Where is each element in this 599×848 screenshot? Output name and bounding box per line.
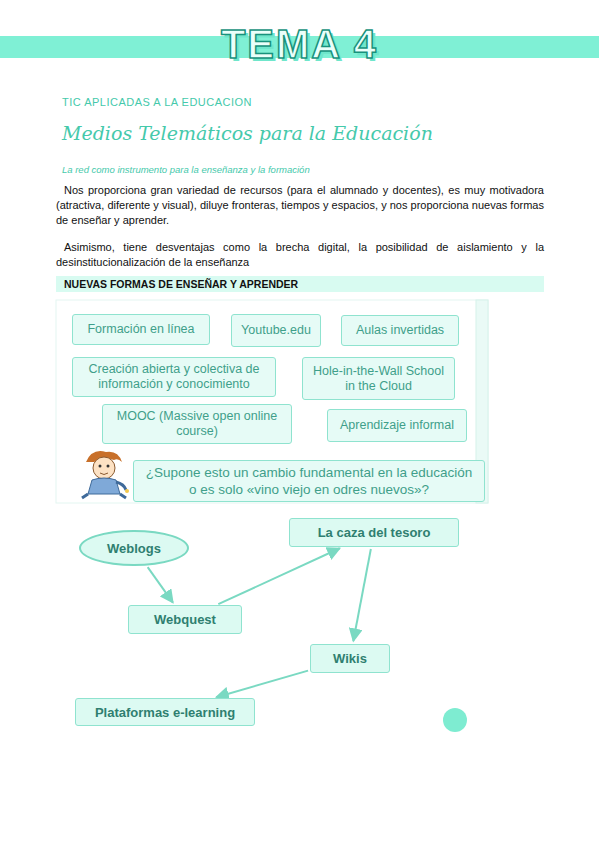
node-text: Webquest xyxy=(154,612,216,627)
flow-arrow xyxy=(218,548,339,604)
flow-arrow xyxy=(216,671,308,698)
topic-box: Aulas invertidas xyxy=(341,315,459,346)
node-text: MOOC (Massive open online course) xyxy=(109,409,285,439)
body-paragraph: Nos proporciona gran variedad de recurso… xyxy=(56,183,544,228)
node-text: Aulas invertidas xyxy=(356,323,444,338)
body-paragraph: Asimismo, tiene desventajas como la brec… xyxy=(56,240,544,270)
node-text: Wikis xyxy=(333,651,367,666)
options-panel xyxy=(56,300,488,503)
node-text: Youtube.edu xyxy=(241,323,311,338)
section-kicker: TIC APLICADAS A LA EDUCACION xyxy=(62,96,542,108)
node-text: Aprendizaje informal xyxy=(340,418,454,433)
section-heading: Medios Telemáticos para la Educación xyxy=(62,122,542,144)
process-box: La caza del tesoro xyxy=(289,518,459,547)
node-text: ¿Supone esto un cambio fundamental en la… xyxy=(142,464,476,498)
node-text: Creación abierta y colectiva de informac… xyxy=(79,362,269,392)
cartoon-figure xyxy=(82,451,129,498)
topic-box: Aprendizaje informal xyxy=(327,409,467,442)
node-text: Formación en línea xyxy=(87,322,194,337)
node-text: La caza del tesoro xyxy=(318,525,431,540)
process-box: Plataformas e-learning xyxy=(75,698,255,726)
teal-dot xyxy=(443,708,467,732)
subheading: La red como instrumento para la enseñanz… xyxy=(62,164,542,175)
topic-box: MOOC (Massive open online course) xyxy=(102,404,292,444)
flow-arrow xyxy=(353,549,371,641)
page-title: TEMA 4 xyxy=(0,22,599,67)
question-box: ¿Supone esto un cambio fundamental en la… xyxy=(133,460,485,502)
topic-box: Hole-in-the-Wall School in the Cloud xyxy=(302,357,455,400)
topic-box: Creación abierta y colectiva de informac… xyxy=(72,357,276,397)
topic-box: Formación en línea xyxy=(72,314,210,345)
node-text: Plataformas e-learning xyxy=(95,705,235,720)
node-text: Hole-in-the-Wall School in the Cloud xyxy=(309,364,448,394)
process-box: Webquest xyxy=(128,605,242,634)
process-box: Wikis xyxy=(310,644,390,673)
node-text: NUEVAS FORMAS DE ENSEÑAR Y APRENDER xyxy=(64,278,298,290)
section-band: NUEVAS FORMAS DE ENSEÑAR Y APRENDER xyxy=(56,276,544,292)
topic-box: Youtube.edu xyxy=(231,314,321,347)
flow-arrow xyxy=(148,567,173,602)
node-text: Weblogs xyxy=(107,541,161,556)
start-ellipse: Weblogs xyxy=(79,530,189,566)
